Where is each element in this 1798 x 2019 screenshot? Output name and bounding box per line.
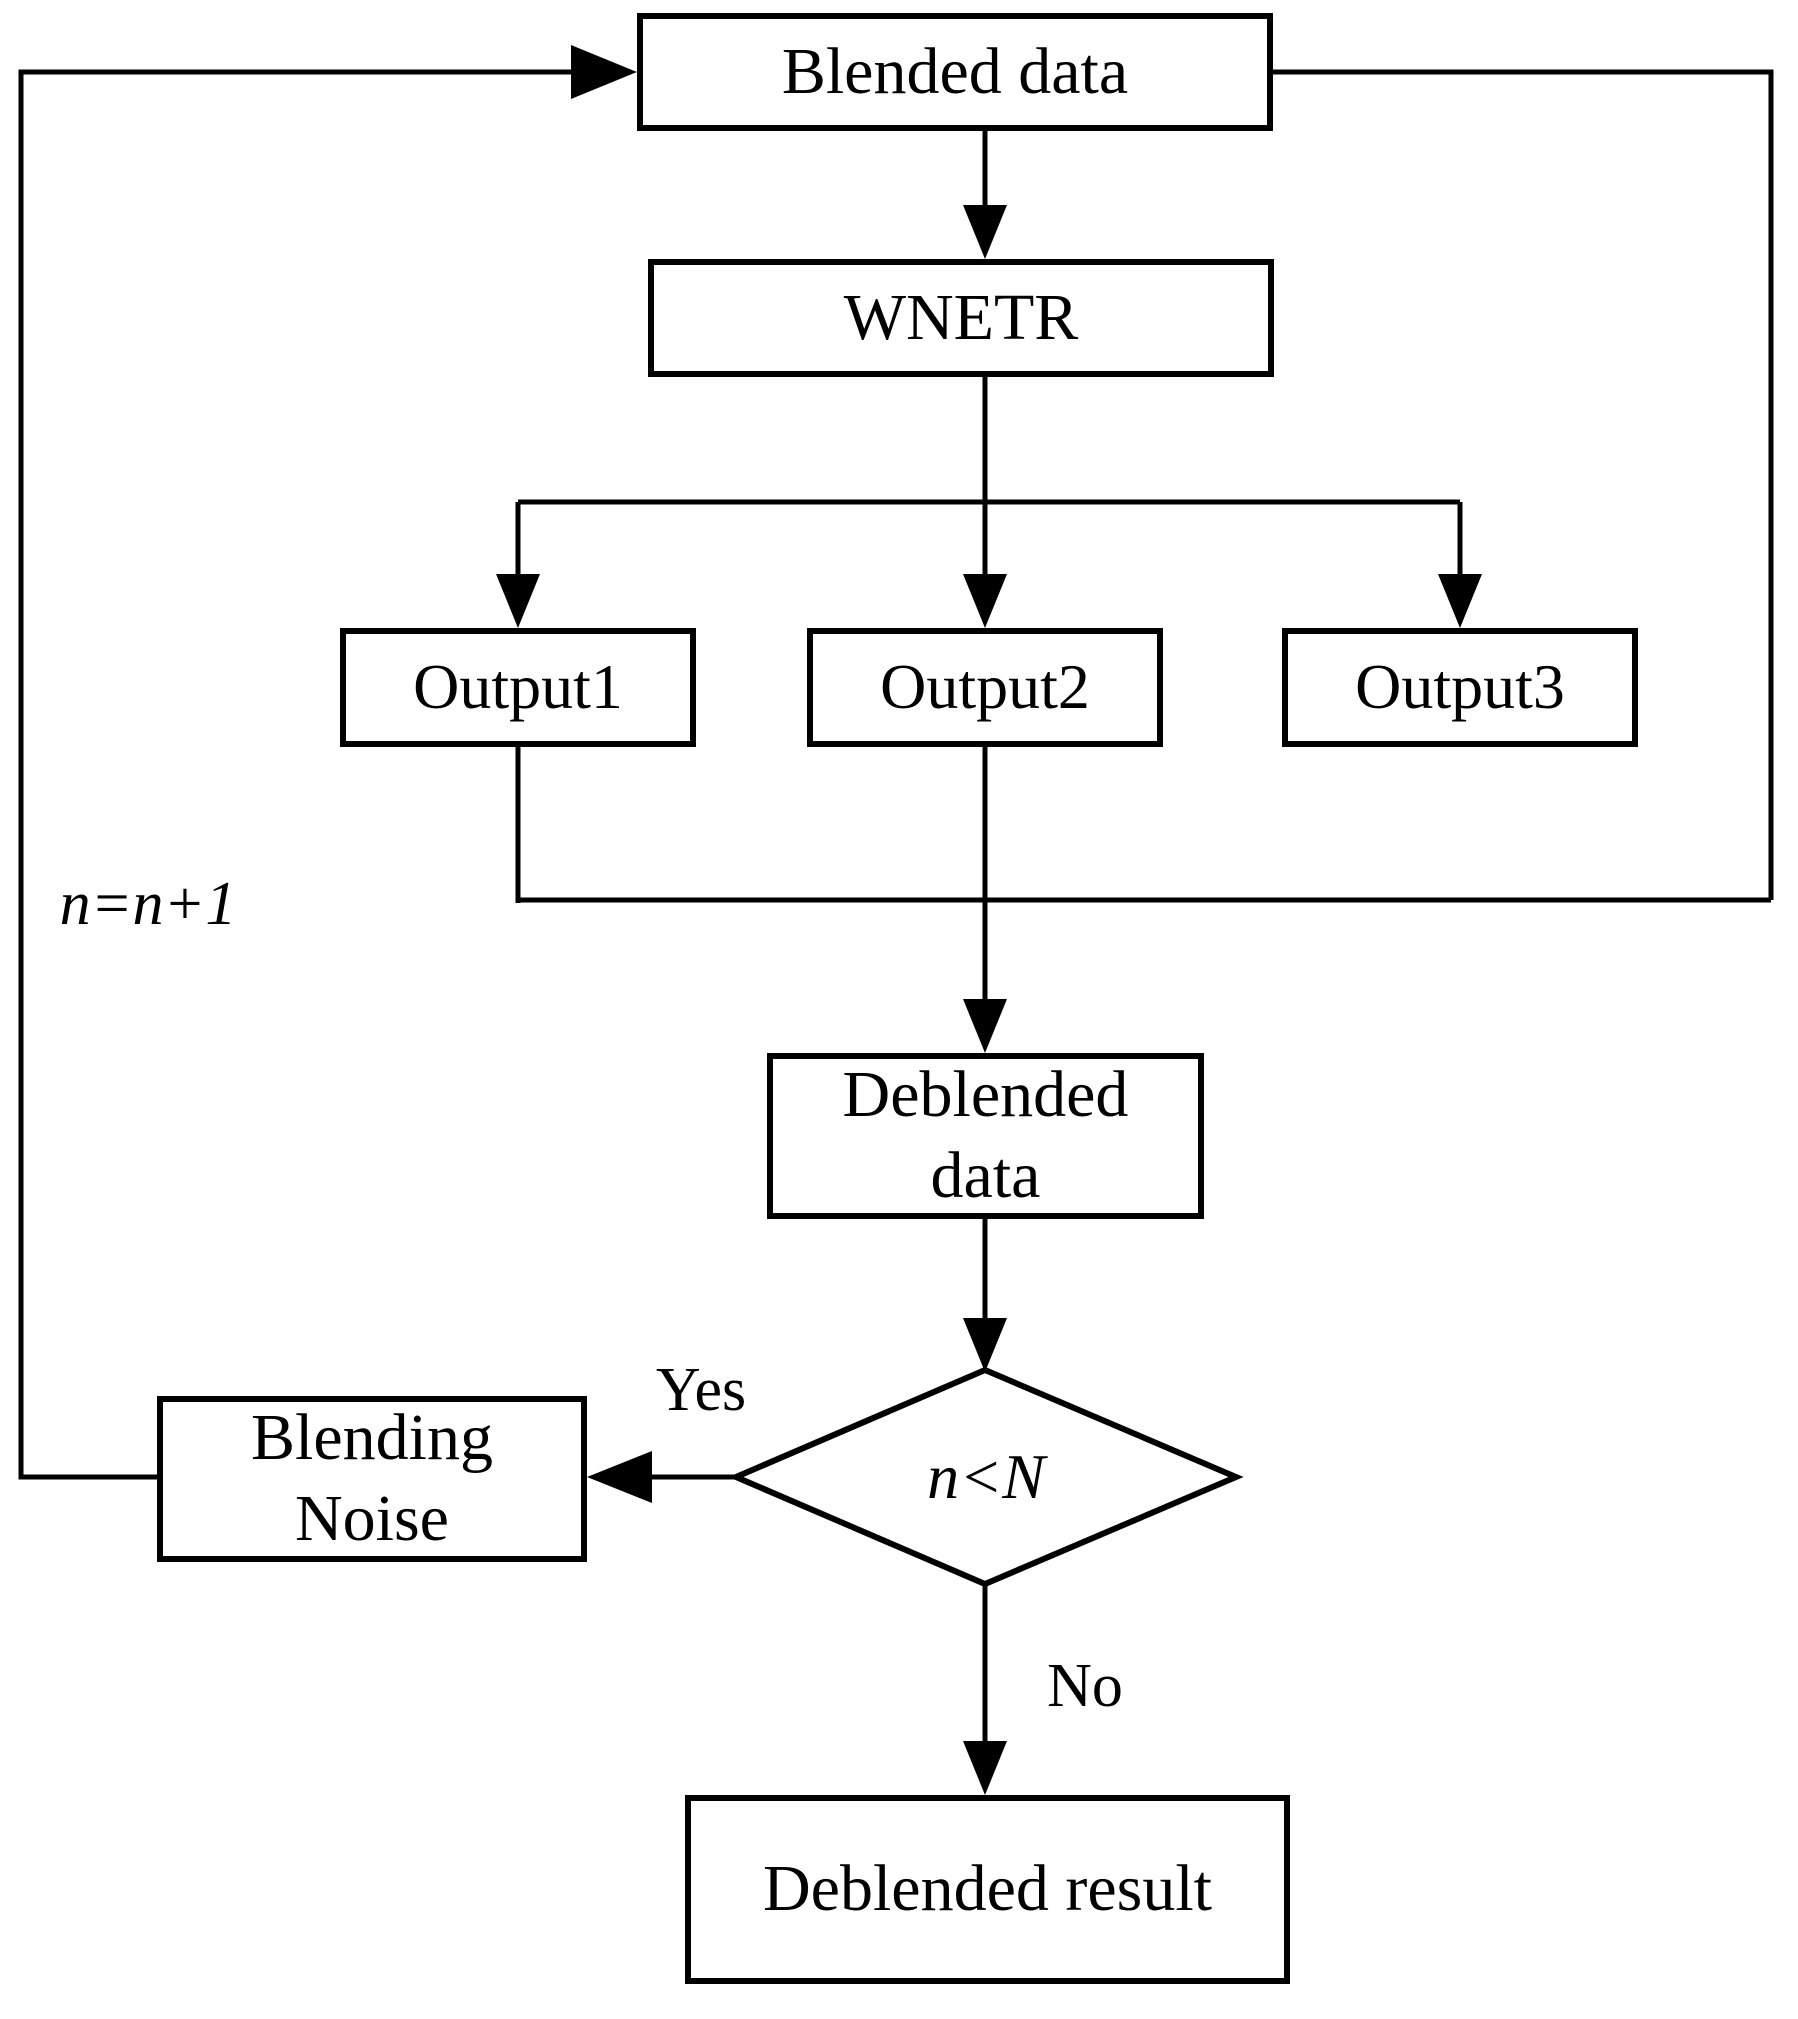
edge-label-counter: n=n+1 — [59, 870, 237, 938]
node-output2-label: Output2 — [880, 651, 1090, 723]
arrowhead-into-result-icon — [963, 1741, 1007, 1795]
arrowhead-into-output3-icon — [1438, 574, 1482, 628]
node-blending-noise: Blending Noise — [157, 1396, 587, 1562]
node-output1: Output1 — [340, 628, 696, 747]
edge-label-yes: Yes — [655, 1356, 747, 1424]
node-deblended-result-label: Deblended result — [762, 1852, 1212, 1926]
node-deblended-result: Deblended result — [685, 1795, 1290, 1984]
arrowhead-into-decision-icon — [963, 1318, 1007, 1372]
node-blended-data: Blended data — [637, 13, 1273, 131]
node-wnetr: WNETR — [648, 259, 1274, 377]
node-wnetr-label: WNETR — [843, 280, 1079, 354]
arrowhead-into-deblended-data-icon — [963, 999, 1007, 1053]
edge-label-no: No — [1047, 1652, 1123, 1720]
node-output2: Output2 — [807, 628, 1163, 747]
node-blending-noise-line2: Noise — [295, 1482, 449, 1555]
node-blended-data-label: Blended data — [781, 34, 1129, 108]
feedback-loop-line — [18, 69, 571, 1480]
arrowhead-into-wnetr-icon — [963, 205, 1007, 259]
blended-data-right-loop-line — [1273, 69, 1774, 900]
node-output1-label: Output1 — [413, 651, 623, 723]
decision-condition-label: n<N — [927, 1441, 1045, 1512]
arrowhead-into-output1-icon — [496, 574, 540, 628]
node-output3-label: Output3 — [1355, 651, 1565, 723]
node-output3: Output3 — [1282, 628, 1638, 747]
arrowhead-into-blended-data-icon — [571, 45, 637, 99]
node-deblended-data-line1: Deblended — [842, 1058, 1129, 1132]
node-blending-noise-line1: Blending — [251, 1401, 493, 1475]
arrowhead-into-blending-noise-icon — [587, 1451, 652, 1503]
node-deblended-data-line2: data — [930, 1139, 1041, 1212]
arrowhead-into-output2-icon — [963, 574, 1007, 628]
node-deblended-data: Deblended data — [767, 1053, 1204, 1219]
